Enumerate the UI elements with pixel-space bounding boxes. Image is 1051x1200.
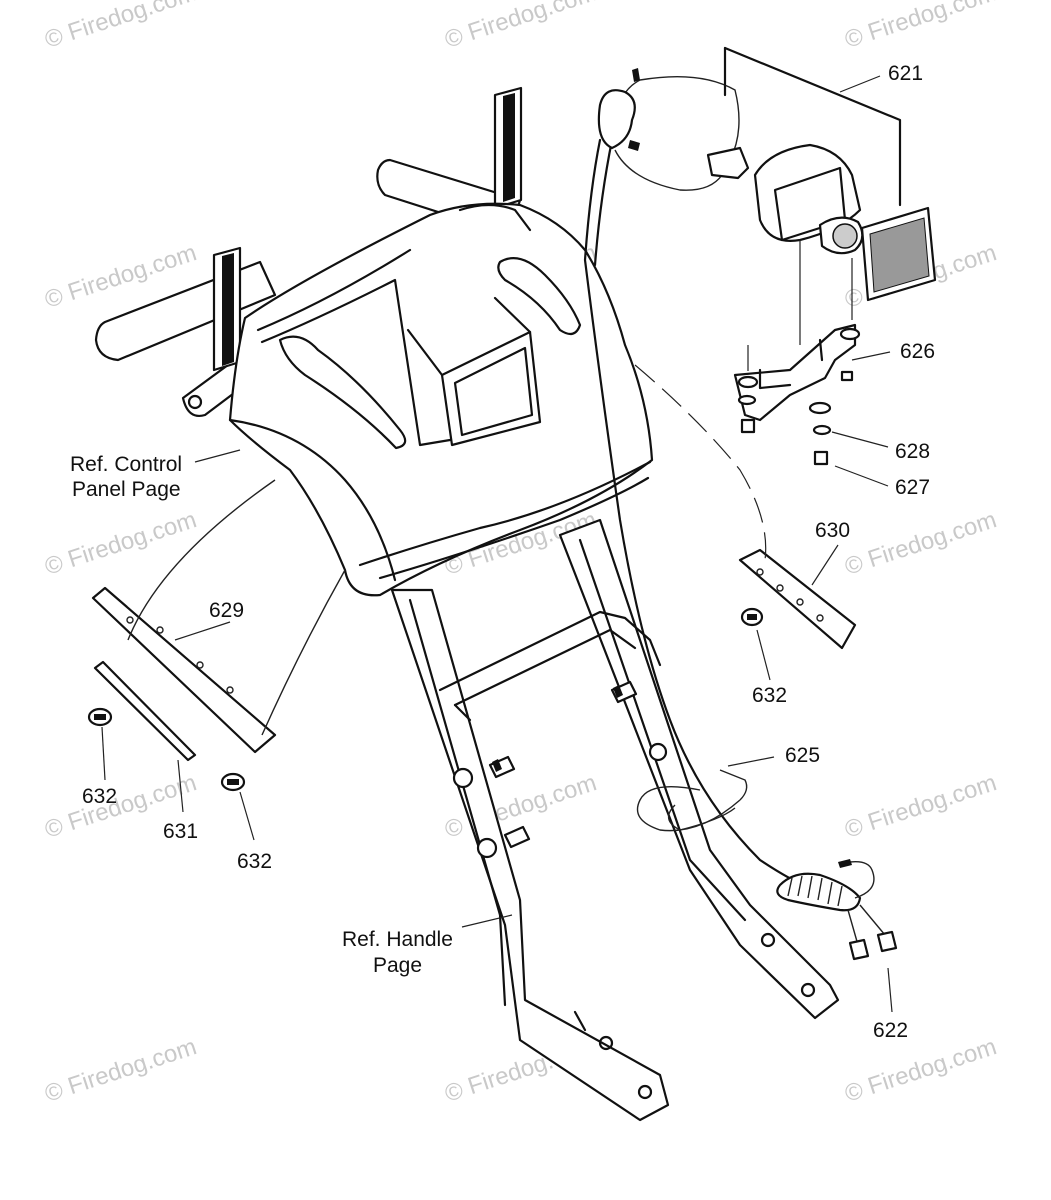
callout-621: 621 [888,62,923,85]
callout-632: 632 [237,850,272,873]
ref-handle-line1: Ref. Handle [342,928,453,951]
callout-628: 628 [895,440,930,463]
ref-handle-line2: Page [373,954,422,977]
light-bracket [733,323,861,466]
wiring-harness [583,68,898,961]
light-assembly [723,46,937,345]
watermark: © Firedog.com [42,1033,200,1107]
handlebars [94,86,523,417]
callout-632: 632 [752,684,787,707]
reference-labels: Ref. Control Panel Page Ref. Handle Page [70,453,453,977]
callout-629: 629 [209,599,244,622]
callout-630: 630 [815,519,850,542]
watermark: © Firedog.com [842,506,1000,580]
watermark: © Firedog.com [842,1033,1000,1107]
handle-frame [390,518,840,1122]
wiring-route [634,364,767,561]
watermark: © Firedog.com [442,0,600,54]
callout-632: 632 [82,785,117,808]
callout-622: 622 [873,1019,908,1042]
callouts: 621 626 628 627 630 632 625 629 632 631 … [82,62,935,1042]
watermark: © Firedog.com [42,0,200,54]
ref-control-panel-line2: Panel Page [72,478,181,501]
control-panel-housing [228,202,654,597]
leader-lines [101,75,893,1013]
callout-631: 631 [163,820,198,843]
callout-625: 625 [785,744,820,767]
watermark: © Firedog.com [42,506,200,580]
watermark: © Firedog.com [842,769,1000,843]
plate-630 [738,548,857,650]
callout-627: 627 [895,476,930,499]
plates-629-631 [87,479,346,792]
ref-control-panel-line1: Ref. Control [70,453,182,476]
watermark: © Firedog.com [842,0,1000,54]
callout-626: 626 [900,340,935,363]
